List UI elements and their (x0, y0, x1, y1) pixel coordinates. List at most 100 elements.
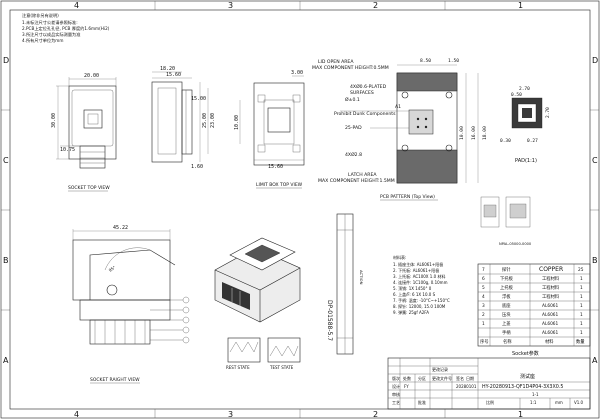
pad-label: PAD(1:1) (515, 158, 537, 164)
limit-box-view: 3.00 10.00 15.60 LIMIT BOX TOP VIEW (234, 70, 305, 189)
sheet-value: 1-1 (532, 392, 539, 397)
notes-title: 注意(除非另有说明) (22, 12, 59, 19)
materials-line-2: 2. 下托板: AL6061+阳极 (393, 267, 439, 273)
bom-row-2-spec: 工程材料 (542, 275, 560, 282)
socket-top-view-label: SOCKET TOP VIEW (68, 185, 110, 191)
zone-row-right-b: B (592, 256, 598, 265)
company-name: 测试座 (520, 373, 535, 380)
bom-header-no: 序号 (480, 338, 489, 345)
part-number: DP-01588-5.7 (326, 300, 333, 341)
notes-line-4: 4.所有尺寸单位为mm (22, 37, 63, 44)
bom-row-4-no: 4 (482, 294, 485, 300)
zone-col-bottom-1: 1 (518, 410, 523, 419)
dim-pcb-1600: 16.00 (471, 126, 477, 140)
bom-header-material: 材料 (545, 338, 554, 345)
socket-right-view-label: SOCKET RAIGHT VIEW (90, 377, 140, 383)
pad-dim-270-top: 2.70 (519, 86, 530, 92)
bom-row-2-name: 下托板 (500, 275, 514, 282)
dim-box-300: 3.00 (291, 70, 303, 76)
pad-dim-050: 0.50 (511, 92, 522, 98)
drawing-number: HY-20280913-QF1D4P04-3X3X0.5 (482, 384, 563, 390)
dim-side-1820: 18.20 (160, 66, 175, 72)
bom-row-8-spec: AL6061 (542, 330, 559, 336)
notes-line-1: 1.未标注尺寸公差请参照标准: (22, 19, 78, 26)
rev-col-version: 版次 (392, 375, 400, 381)
bom-row-3-qty: 1 (580, 285, 583, 291)
materials-title: 材料表: (393, 254, 406, 260)
materials-line-6: 6. 上盖/F: 6 1X 10.0 S (393, 291, 436, 297)
bom-row-8-name: 手柄 (502, 329, 511, 336)
dim-side-1560: 15.60 (166, 72, 181, 78)
zone-row-right-c: C (592, 156, 598, 165)
scale-label: 比例 (486, 399, 494, 405)
bom-row-8-qty: 1 (580, 330, 583, 336)
bom-row-6-no: 2 (482, 312, 485, 318)
dim-side-2300: 23.00 (210, 113, 216, 128)
zone-col-top-4: 4 (74, 1, 79, 10)
state-views: REST STATE TEST STATE (226, 337, 301, 370)
bom-caption: Socket参数 (512, 350, 539, 357)
materials-line-1: 1. 插座主体: AL6061+阳极 (393, 261, 443, 267)
dim-side-160: 1.60 (191, 164, 203, 170)
materials-line-9: 9. 弹簧: 25gf A2FA (393, 309, 429, 315)
bom-row-3-spec: 工程材料 (542, 284, 560, 291)
zone-row-left-c: C (3, 156, 9, 165)
zone-row-left-d: D (3, 56, 9, 65)
bom-row-5-qty: 1 (580, 303, 583, 309)
materials-line-3: 3. 上托板: AC100X 1.0 材料 (393, 273, 445, 279)
test-state-label: TEST STATE (269, 365, 294, 370)
bom-row-1-name: 探针 (502, 266, 511, 273)
zone-col-top-1: 1 (518, 1, 523, 10)
pcb-lid-max-label: MAX COMPONENT HEIGHT:0.5MM (312, 65, 389, 71)
pcb-latch-label: LATCH AREA (348, 172, 377, 178)
right-view-width: 45.22 (113, 225, 128, 231)
bom-row-4-name: 浮板 (502, 293, 511, 300)
materials-line-8: 8. 探针: 12000, 15.0 100M (393, 303, 446, 309)
bom-row-7-no: 1 (482, 321, 485, 327)
pcb-a1-label: A1 (395, 104, 401, 110)
materials-line-5: 5. 顶销: 1X 1450° 0 (393, 285, 432, 291)
pad-view: 2.70 0.50 2.70 0.30 0.27 PAD(1:1) NPAL-0… (480, 86, 551, 246)
notes-line-3: 3.所注尺寸以成品实际测量为准 (22, 31, 80, 38)
change-note: 更改记录 (432, 366, 448, 372)
scale-value: 1:1 (530, 400, 537, 405)
socket-top-view: 20.00 30.00 10.75 SOCKET TOP VIEW (51, 73, 117, 192)
role-design: 设计 (392, 383, 400, 389)
role-process: 工艺 (392, 400, 400, 405)
unit-value: mm (555, 400, 563, 405)
zone-col-top-2: 2 (373, 1, 378, 10)
limit-box-view-label: LIMIT BOX TOP VIEW (256, 182, 303, 188)
designer-name: FY (404, 384, 409, 389)
bom-row-3-name: 上托板 (500, 284, 514, 291)
rest-state-label: REST STATE (226, 365, 250, 370)
zone-labels: 4 3 2 1 4 3 2 1 D C B A D C B A (3, 1, 598, 419)
bom-row-4-spec: 工程材料 (542, 293, 560, 300)
pad-dim-027: 0.27 (527, 138, 538, 144)
isometric-view (214, 237, 301, 323)
pcb-pattern-view-label: PCB PATTERN (Top View) (380, 194, 435, 200)
rev-col-date: 日期 (466, 375, 474, 381)
zone-row-right-d: D (592, 56, 598, 65)
zone-row-right-a: A (592, 356, 598, 365)
strip-vert-label: ACTION (359, 270, 364, 285)
dim-box-1000: 10.00 (234, 115, 240, 130)
zone-col-top-3: 3 (228, 1, 233, 10)
dim-top-height: 30.00 (51, 113, 57, 128)
pcb-4x-label: 4XØ2.8 (345, 151, 362, 158)
materials-line-4: 4. 连接件: 1C100g, 0.10mm (393, 279, 448, 285)
socket-right-view: 45.22 95° SOCKET RAIGHT VIEW (72, 225, 190, 384)
dim-side-2500: 25.00 (202, 113, 208, 128)
dim-side-1500: 15.00 (191, 96, 206, 102)
rev-col-zone: 分区 (418, 375, 426, 381)
pad-dim-270-side: 2.70 (545, 107, 551, 118)
zone-row-left-a: A (3, 356, 9, 365)
bom-row-6-spec: AL6061 (542, 312, 559, 318)
bom-row-1-qty: 25 (578, 267, 584, 273)
dim-top-offset: 10.75 (60, 147, 75, 153)
bom-row-3-no: 5 (482, 285, 485, 291)
version-value: V1.0 (574, 400, 584, 405)
rev-col-count: 处数 (403, 375, 411, 381)
bom-row-7-spec: AL6061 (542, 321, 559, 327)
